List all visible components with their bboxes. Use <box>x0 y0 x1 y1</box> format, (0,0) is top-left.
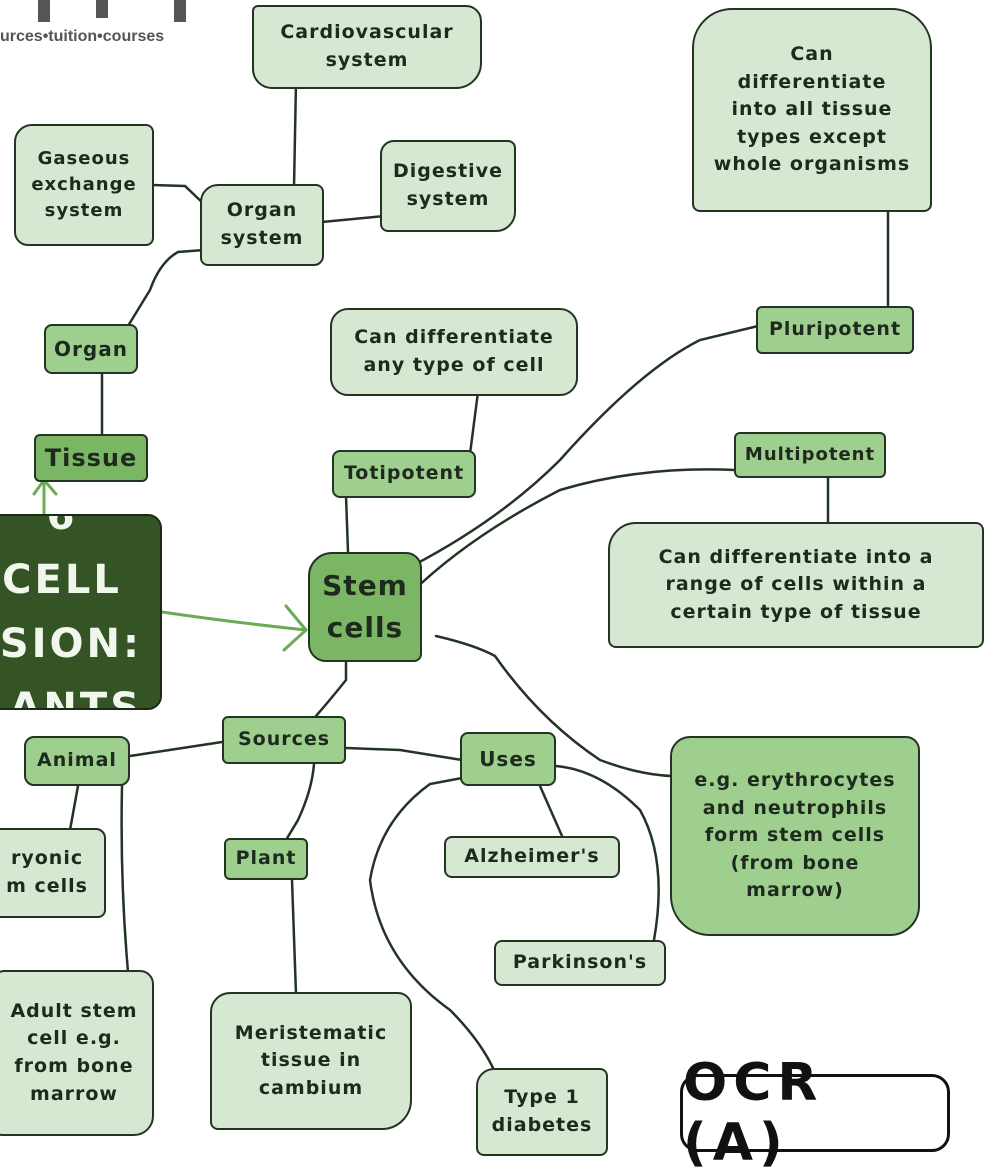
node-totipotent: Totipotent <box>332 450 476 498</box>
link-gaseous-organsystem <box>150 183 208 208</box>
node-sources: Sources <box>222 716 346 764</box>
node-bone-marrow-example: e.g. erythrocytes and neutrophils form s… <box>670 736 920 936</box>
link-animal-adult <box>120 784 130 974</box>
title-line-1: 6 CELL <box>2 514 122 603</box>
node-multipotent: Multipotent <box>734 432 886 478</box>
node-adult-stem-cell: Adult stem cell e.g. from bone marrow <box>0 970 154 1136</box>
link-animal-embryonic <box>68 784 80 832</box>
node-cardiovascular-system: Cardiovascular system <box>252 5 482 89</box>
node-plant: Plant <box>224 838 308 880</box>
link-totidesc-totipotent <box>468 390 480 456</box>
link-totipotent-stem <box>344 494 350 554</box>
link-uses-diabetes <box>368 776 496 1072</box>
title-line-3: ANTS <box>9 685 142 710</box>
brand-logo: urces•tuition•courses <box>0 0 190 52</box>
arrow-title-stem <box>160 610 308 632</box>
link-stem-multipotent <box>410 468 737 594</box>
link-organsystem-organ <box>126 248 206 328</box>
node-embryonic-stem-cells: ryonic m cells <box>0 828 106 918</box>
node-gaseous-exchange-system: Gaseous exchange system <box>14 124 154 246</box>
link-plant-meristematic <box>290 878 298 996</box>
node-pluripotent-description: Can differentiate into all tissue types … <box>692 8 932 212</box>
link-sources-plant <box>284 762 316 842</box>
logo-tagline: urces•tuition•courses <box>0 28 165 45</box>
node-pluripotent: Pluripotent <box>756 306 914 354</box>
node-parkinsons: Parkinson's <box>494 940 666 986</box>
node-alzheimers: Alzheimer's <box>444 836 620 878</box>
node-multipotent-description: Can differentiate into a range of cells … <box>608 522 984 648</box>
exam-board-label: OCR (A) <box>680 1053 950 1173</box>
node-animal: Animal <box>24 736 130 786</box>
node-type-1-diabetes: Type 1 diabetes <box>476 1068 608 1156</box>
logo-mark-icon <box>38 0 186 22</box>
topic-title: 6 CELL ISION: ANTS <box>0 514 162 710</box>
link-uses-alzheimers <box>538 784 564 838</box>
node-meristematic-tissue: Meristematic tissue in cambium <box>210 992 412 1130</box>
link-organsystem-digestive <box>320 214 386 224</box>
node-organ-system: Organ system <box>200 184 324 266</box>
node-stem-cells: Stem cells <box>308 552 422 662</box>
node-digestive-system: Digestive system <box>380 140 516 232</box>
arrowhead-stem <box>282 604 308 652</box>
title-line-2: ISION: <box>0 621 142 667</box>
node-uses: Uses <box>460 732 556 786</box>
link-stem-bonemarrow <box>434 634 674 778</box>
link-stem-sources <box>314 658 348 718</box>
link-cardio-organsystem <box>292 80 298 190</box>
node-totipotent-description: Can differentiate any type of cell <box>330 308 578 396</box>
link-sources-animal <box>128 740 224 758</box>
node-organ: Organ <box>44 324 138 374</box>
link-sources-uses <box>344 746 464 762</box>
link-uses-parkinsons <box>554 764 660 942</box>
node-tissue: Tissue <box>34 434 148 482</box>
link-stem-pluripotent <box>410 324 760 568</box>
